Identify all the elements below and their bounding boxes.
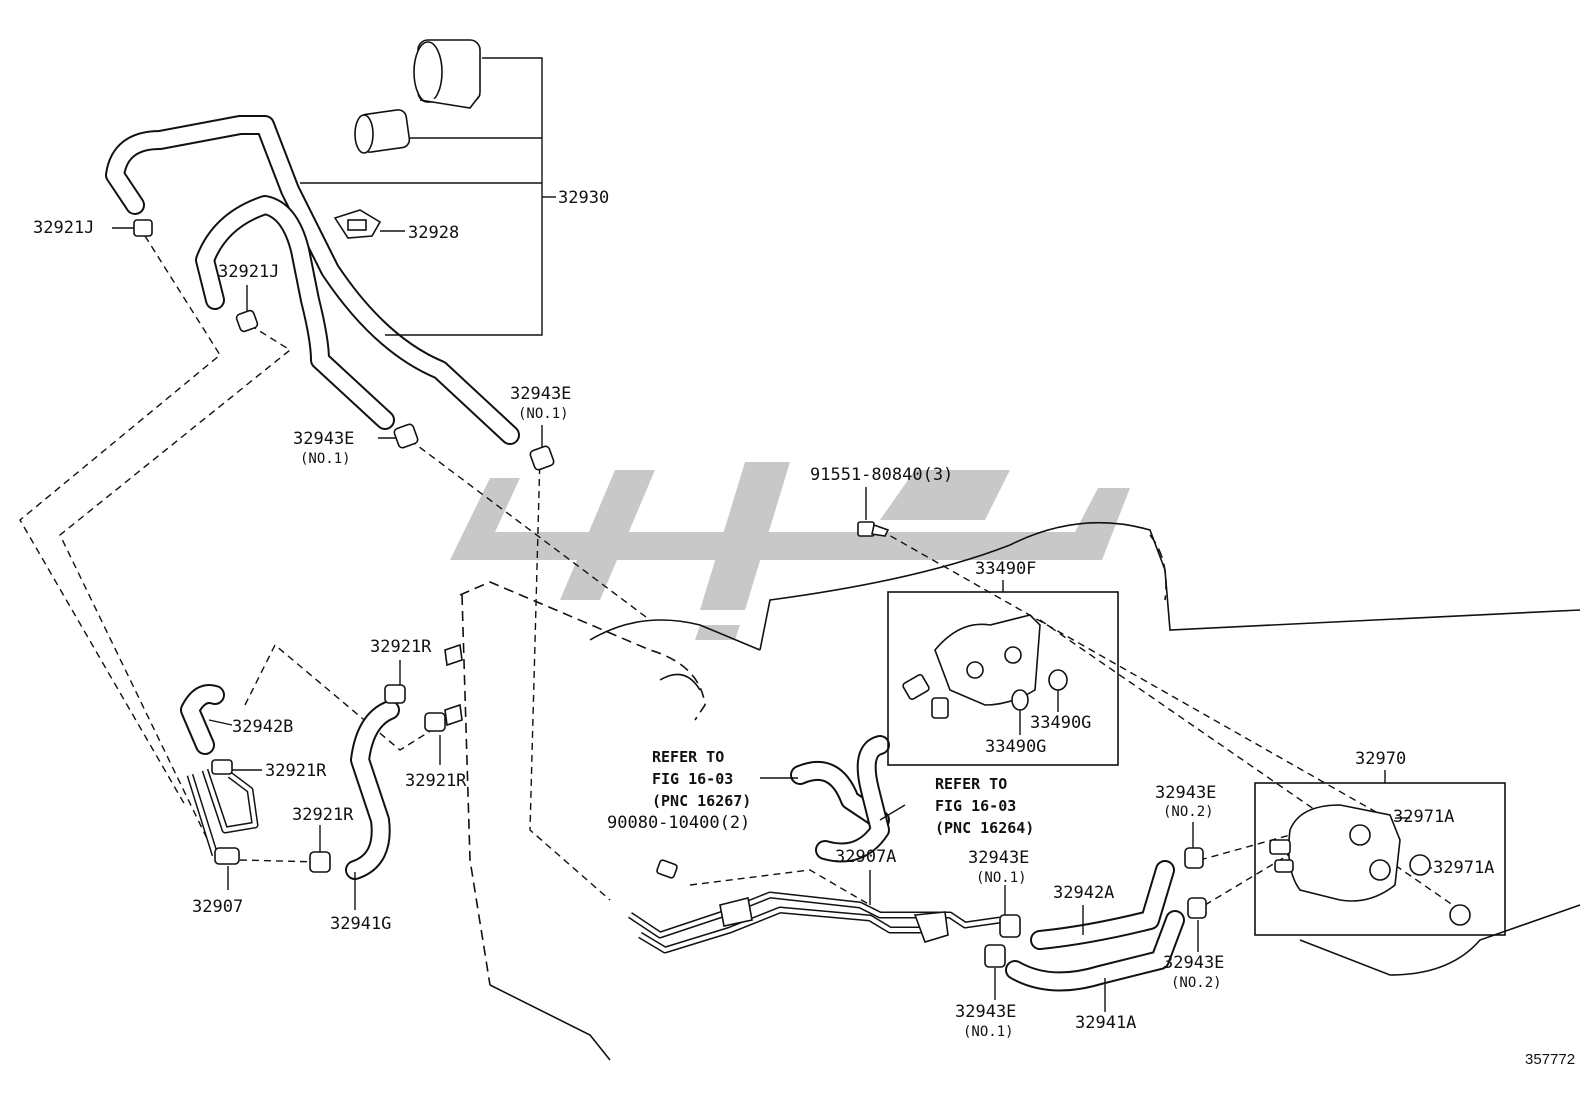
- cooler-hoses: [760, 735, 906, 863]
- pump-32970: [1254, 770, 1506, 936]
- callout-32943E-f-sub: (NO.2): [1171, 975, 1222, 991]
- callout-32921J-a[interactable]: 32921J: [33, 218, 94, 238]
- callout-32941G[interactable]: 32941G: [330, 914, 391, 934]
- callout-32943E-e[interactable]: 32943E: [1155, 783, 1216, 803]
- callout-90080-10400[interactable]: 90080-10400(2): [607, 813, 750, 833]
- callout-32921R-b[interactable]: 32921R: [265, 761, 327, 781]
- refer-right-line2: FIG 16-03: [935, 797, 1016, 815]
- callout-33490G-a[interactable]: 33490G: [1030, 713, 1091, 733]
- callout-32943E-b[interactable]: 32943E: [293, 429, 354, 449]
- callout-91551-80840[interactable]: 91551-80840(3): [810, 465, 953, 485]
- part-callouts: 32930 32928 32921J 32921J 32943E (NO.1) …: [33, 188, 1575, 1068]
- refer-left-line2: FIG 16-03: [652, 770, 733, 788]
- callout-32930[interactable]: 32930: [558, 188, 609, 208]
- callout-32943E-a[interactable]: 32943E: [510, 384, 571, 404]
- callout-32943E-f[interactable]: 32943E: [1163, 953, 1224, 973]
- refer-left-line1: REFER TO: [652, 748, 724, 766]
- insulator-large: [413, 39, 481, 109]
- refer-left-line3: (PNC 16267): [652, 792, 751, 810]
- callout-32942A[interactable]: 32942A: [1053, 883, 1114, 903]
- callout-33490F[interactable]: 33490F: [975, 559, 1036, 579]
- callout-32921R-c[interactable]: 32921R: [405, 771, 467, 791]
- callout-32907A[interactable]: 32907A: [835, 847, 896, 867]
- callout-32943E-e-sub: (NO.2): [1163, 804, 1214, 820]
- callout-32943E-a-sub: (NO.1): [518, 406, 569, 422]
- insulator-small: [354, 109, 411, 154]
- callout-32921J-b[interactable]: 32921J: [218, 262, 279, 282]
- callout-32921R-a[interactable]: 32921R: [370, 637, 432, 657]
- callout-32942B[interactable]: 32942B: [232, 717, 293, 737]
- clamp-32928: [333, 209, 382, 239]
- callout-33490G-b[interactable]: 33490G: [985, 737, 1046, 757]
- assembly-bracket: [300, 57, 556, 336]
- clips-upper: [112, 219, 555, 471]
- callout-32941A[interactable]: 32941A: [1075, 1013, 1136, 1033]
- callout-32928[interactable]: 32928: [408, 223, 459, 243]
- refer-right-line1: REFER TO: [935, 775, 1007, 793]
- engine-outline: [459, 521, 1581, 1061]
- callout-32921R-d[interactable]: 32921R: [292, 805, 354, 825]
- callout-32907[interactable]: 32907: [192, 897, 243, 917]
- oil-cooler-33490F: [857, 487, 1119, 766]
- callout-32943E-c-sub: (NO.1): [976, 870, 1027, 886]
- refer-right-line3: (PNC 16264): [935, 819, 1034, 837]
- callout-32943E-b-sub: (NO.1): [300, 451, 351, 467]
- tube-32907A: [628, 859, 1001, 954]
- diagram-code: 357772: [1525, 1051, 1575, 1068]
- callout-32971A-a[interactable]: 32971A: [1393, 807, 1454, 827]
- lower-left-hoses: [180, 643, 463, 910]
- callout-32971A-b[interactable]: 32971A: [1433, 858, 1494, 878]
- right-hoses: [984, 822, 1207, 1012]
- callout-32943E-d[interactable]: 32943E: [955, 1002, 1016, 1022]
- callout-32943E-d-sub: (NO.1): [963, 1024, 1014, 1040]
- hose-assembly-32930: [105, 39, 520, 445]
- callout-32943E-c[interactable]: 32943E: [968, 848, 1029, 868]
- callout-32970[interactable]: 32970: [1355, 749, 1406, 769]
- watermark-logo: [450, 462, 1130, 640]
